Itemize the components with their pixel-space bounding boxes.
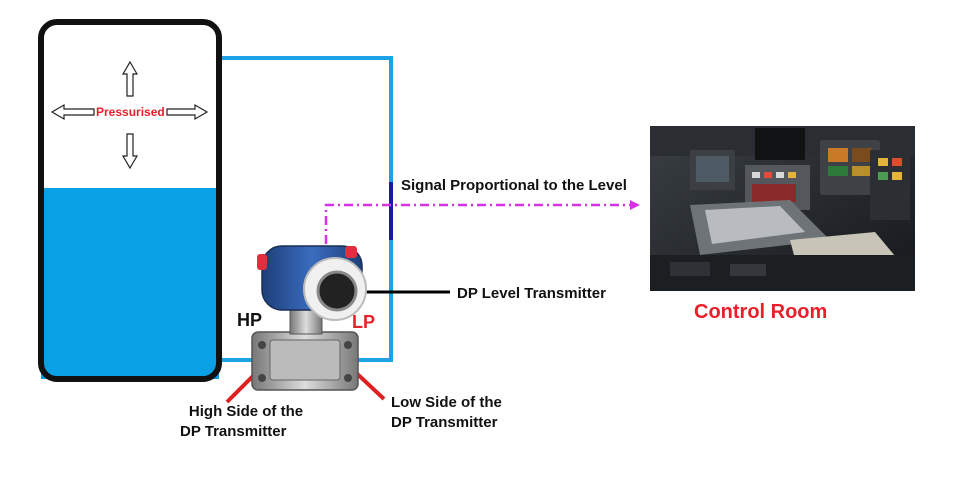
dp-level-transmitter-label: DP Level Transmitter xyxy=(457,285,606,302)
left-arrow-icon xyxy=(50,103,95,121)
right-arrow-icon xyxy=(166,103,209,121)
flange-bolt xyxy=(344,341,352,349)
signal-label: Signal Proportional to the Level xyxy=(401,177,627,194)
dp-transmitter xyxy=(251,245,367,391)
low-side-label-line-1: Low Side of the xyxy=(391,394,502,411)
low-side-label: Low Side of the DP Transmitter xyxy=(391,393,502,433)
transmitter-display xyxy=(316,270,358,312)
control-room-label: Control Room xyxy=(694,301,828,323)
high-side-label: High Side of the DP Transmitter xyxy=(180,402,312,442)
low-side-label-line-2: DP Transmitter xyxy=(391,414,498,431)
flange-bolt xyxy=(344,374,352,382)
flange-center xyxy=(269,339,341,381)
signal-line xyxy=(324,200,640,244)
down-arrow-icon xyxy=(121,133,139,170)
high-side-label-line-1: High Side of the xyxy=(188,403,304,420)
pressurised-tank xyxy=(38,19,222,382)
pressure-arrows xyxy=(50,60,209,170)
control-room-image xyxy=(650,126,915,291)
hp-label: HP xyxy=(237,310,263,330)
transmitter-top-cap xyxy=(345,246,357,258)
tank-pressurised-label: Pressurised xyxy=(96,105,165,119)
high-side-label-line-2: DP Transmitter xyxy=(180,423,287,440)
flange-bolt xyxy=(258,341,266,349)
tank-liquid xyxy=(41,188,219,379)
tank-liquid-bottom xyxy=(41,350,219,379)
up-arrow-icon xyxy=(121,60,139,97)
lp-label: LP xyxy=(352,312,376,332)
flange-bolt xyxy=(258,374,266,382)
transmitter-left-cap xyxy=(257,254,267,270)
tank-outline xyxy=(38,19,222,382)
